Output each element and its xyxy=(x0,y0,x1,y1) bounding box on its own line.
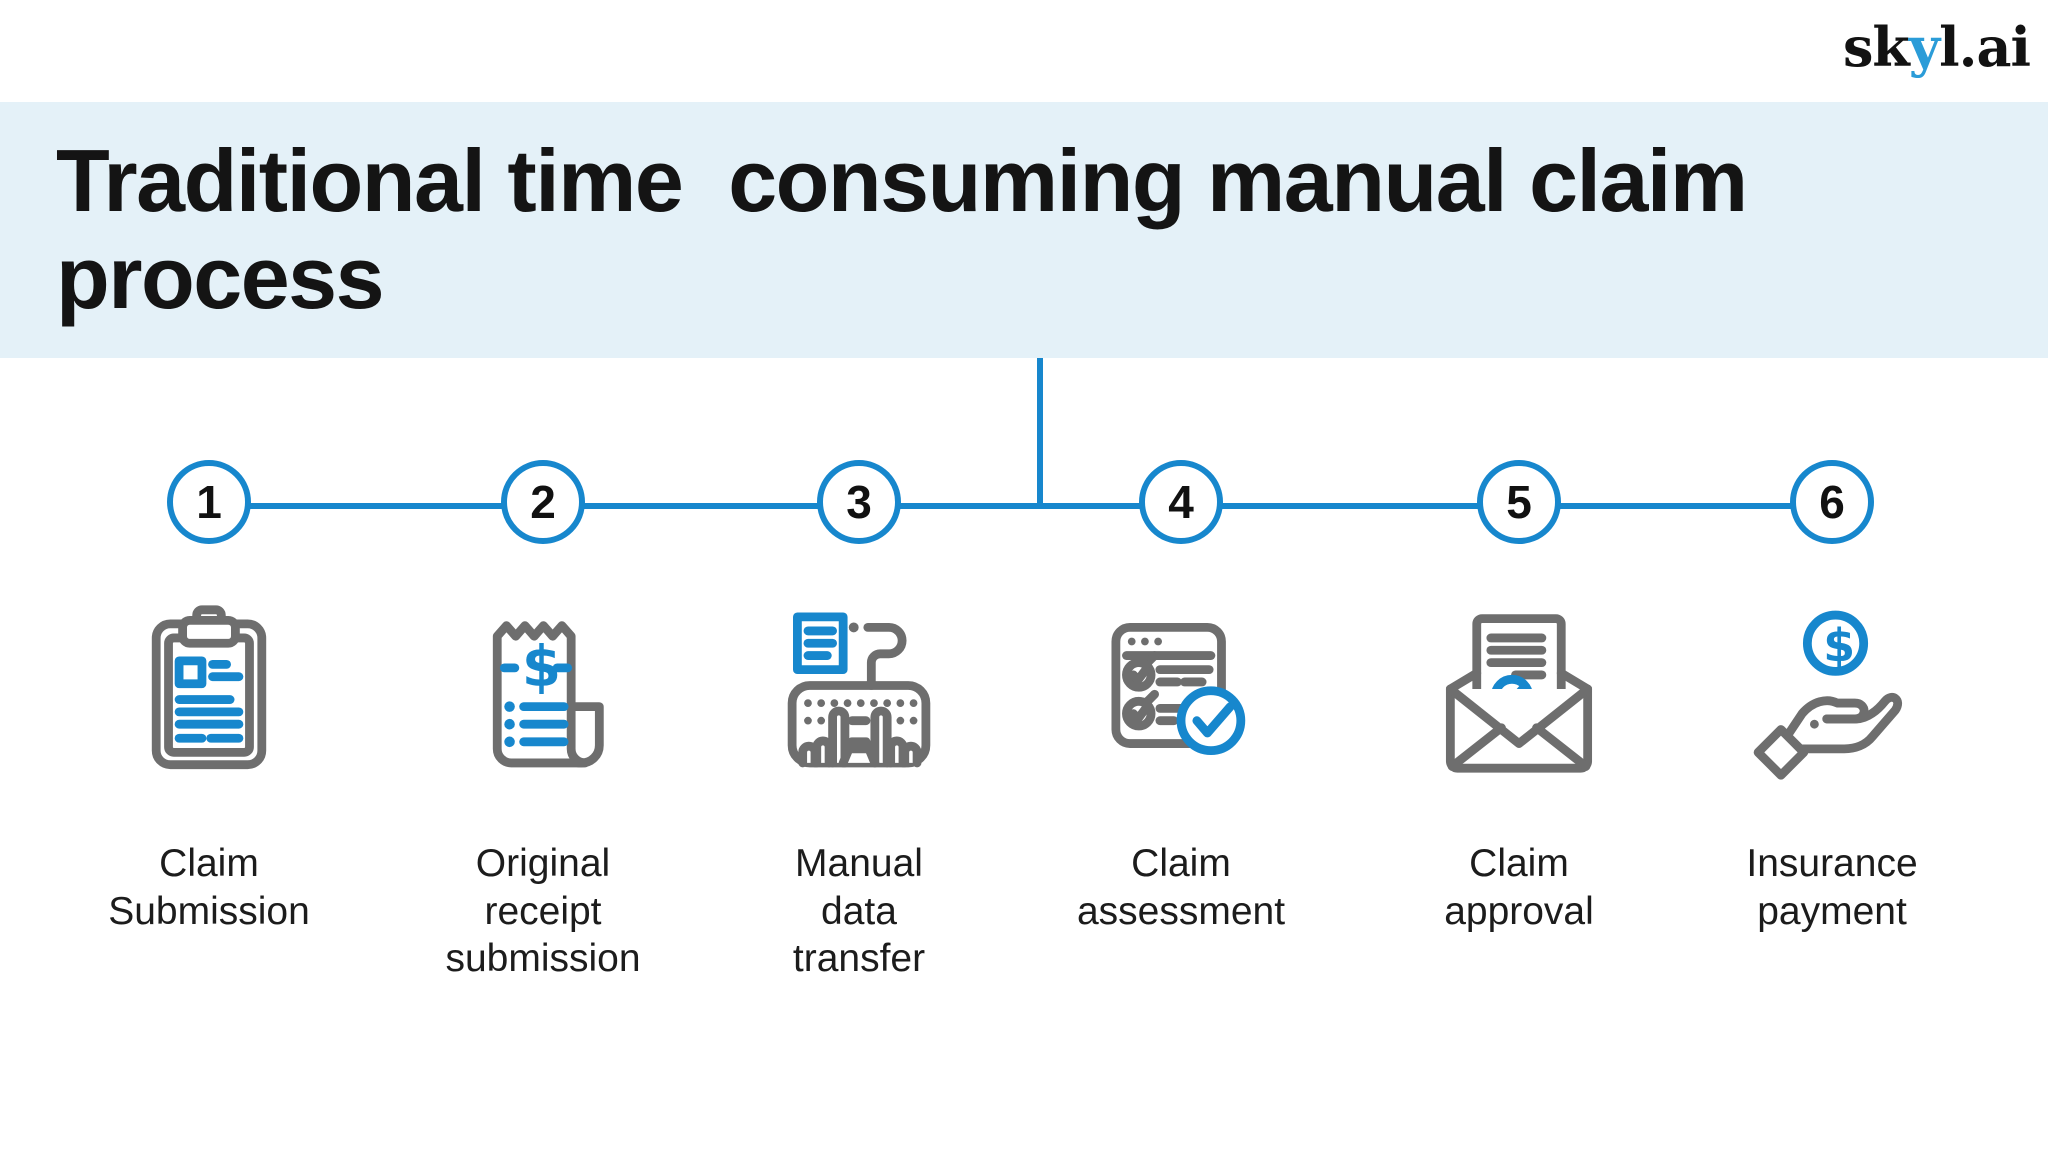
brand-logo-accent: y xyxy=(1908,15,1940,79)
keyboard-typing-icon xyxy=(771,596,947,782)
checklist-icon xyxy=(1093,596,1269,782)
step-label: Claim approval xyxy=(1444,842,1594,933)
timeline-horizontal-line xyxy=(209,503,1832,509)
step-label: Claim Submission xyxy=(108,842,310,933)
step-claim-submission: 1 Claim Submission xyxy=(49,460,369,935)
page-title: Traditional time consuming manual claim … xyxy=(56,131,1770,327)
brand-logo-prefix: sk xyxy=(1842,15,1910,79)
step-number-badge: 4 xyxy=(1139,460,1223,544)
step-number-badge: 5 xyxy=(1477,460,1561,544)
step-claim-approval: 5 Claim approval xyxy=(1359,460,1679,935)
step-label: Claim assessment xyxy=(1076,842,1286,933)
header-band: Traditional time consuming manual claim … xyxy=(0,102,2048,358)
step-number-badge: 6 xyxy=(1790,460,1874,544)
receipt-icon: $ xyxy=(455,596,631,782)
brand-logo: skyl.ai xyxy=(1843,20,2031,74)
step-original-receipt-submission: 2 $ Original receipt submission xyxy=(383,460,703,983)
step-number-badge: 3 xyxy=(817,460,901,544)
hand-payment-icon: $ xyxy=(1744,596,1920,782)
step-insurance-payment: 6 $ Insurance payment xyxy=(1672,460,1992,935)
step-label: Manual data transfer xyxy=(792,842,926,981)
step-claim-assessment: 4 Claim assessment xyxy=(1021,460,1341,935)
svg-text:$: $ xyxy=(1823,619,1855,672)
step-number-badge: 2 xyxy=(501,460,585,544)
brand-logo-suffix: l.ai xyxy=(1939,15,2031,79)
step-label: Original receipt submission xyxy=(445,842,641,981)
step-label: Insurance payment xyxy=(1746,842,1918,933)
step-manual-data-transfer: 3 Manual da xyxy=(699,460,1019,983)
clipboard-icon xyxy=(121,596,297,782)
timeline-vertical-connector xyxy=(1037,358,1043,509)
step-number-badge: 1 xyxy=(167,460,251,544)
envelope-approval-icon xyxy=(1431,596,1607,782)
